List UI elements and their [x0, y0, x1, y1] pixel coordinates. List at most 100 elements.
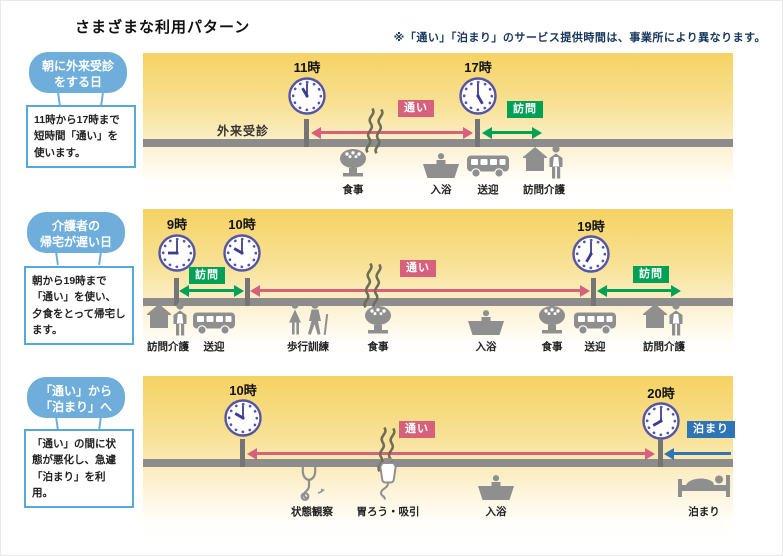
service-icon-item: 歩行訓練 — [271, 301, 345, 354]
pill-line1: 朝に外来受診 — [41, 59, 114, 73]
clock-icon — [223, 398, 263, 438]
feeding-bag-icon — [375, 458, 401, 501]
service-icon-item: 入浴 — [459, 469, 533, 519]
bus-icon-item: 送迎 — [177, 306, 251, 354]
timeline-tick — [591, 278, 596, 306]
service-icon-label: 歩行訓練 — [287, 341, 329, 353]
service-icon-item: 食事 — [515, 306, 589, 354]
service-icon-label: 胃ろう・吸引 — [356, 506, 420, 518]
timeline-label-gairai: 外来受診 — [217, 124, 270, 138]
service-icon-item: 食事 — [316, 147, 390, 197]
clock-icon — [222, 233, 262, 273]
timeline-tick — [304, 119, 309, 147]
visit-care-icon — [522, 144, 566, 179]
service-icon-label: 食事 — [342, 184, 364, 196]
page-title: さまざまな利用パターン — [75, 19, 251, 36]
service-icon-label: 入浴 — [430, 184, 452, 196]
pattern-pill-row2: 介護者の 帰宅が遅い日 — [27, 212, 125, 253]
visit-care-icon — [146, 301, 190, 336]
clock-icon — [458, 76, 498, 116]
bath-icon — [476, 474, 516, 501]
service-icon-item: 訪問介護 — [507, 144, 581, 197]
houmon-badge: 訪問 — [189, 267, 225, 284]
pattern-pill-row3: 「通い」から 「泊まり」へ — [27, 377, 125, 418]
timeline-tick — [475, 119, 480, 147]
service-icon-item: 入浴 — [404, 147, 478, 197]
service-icon-label: 状態観察 — [291, 506, 333, 518]
pill-line1: 介護者の — [51, 219, 100, 233]
clock-time-label: 17時 — [464, 60, 492, 75]
service-icon-label: 送迎 — [584, 341, 606, 353]
timeline-break-icon — [361, 262, 387, 310]
clock-icon — [157, 233, 197, 273]
timeline-bar — [143, 139, 733, 147]
timeline-tick — [658, 439, 663, 467]
pill-line2: 「泊まり」へ — [39, 400, 112, 415]
clock-time-label: 10時 — [228, 217, 256, 232]
pattern-description-row2: 朝から19時まで「通い」を使い、夕食をとって帰宅します。 — [24, 266, 134, 346]
service-icon-item: 胃ろう・吸引 — [351, 458, 425, 519]
bus-icon — [466, 153, 510, 179]
houmon-arrow — [482, 126, 542, 139]
service-icon-label: 訪問介護 — [643, 341, 685, 353]
clock-icon — [571, 234, 611, 274]
timeline-tick — [174, 278, 179, 306]
service-icon-label: 食事 — [367, 341, 389, 353]
timeline-bar — [143, 459, 733, 467]
bus-icon-item: 送迎 — [451, 147, 525, 197]
houmon-arrow — [179, 284, 244, 297]
clock-time-label: 10時 — [229, 383, 257, 398]
tomari-badge: 泊まり — [687, 421, 735, 438]
tomari-arrow — [664, 447, 733, 460]
service-icon-label: 訪問介護 — [147, 341, 189, 353]
clock-icon — [287, 76, 327, 116]
service-icon-item: 訪問介護 — [627, 302, 701, 354]
timeline-bar — [143, 298, 733, 306]
clock-time-label: 19時 — [577, 219, 605, 234]
service-icon-item: 状態観察 — [275, 464, 349, 519]
clock-time-label: 20時 — [647, 386, 675, 401]
meal-icon — [535, 304, 569, 336]
bus-icon — [573, 310, 617, 336]
service-icon-label: 入浴 — [485, 506, 507, 518]
pattern-description-row3: 「通い」の間に状態が悪化し、急遽「泊まり」を利用。 — [24, 429, 134, 509]
bus-icon-item: 送迎 — [558, 306, 632, 354]
walk-training-icon — [284, 301, 332, 336]
service-icon-label: 入浴 — [475, 341, 497, 353]
service-icon-item: 訪問介護 — [131, 302, 205, 354]
bath-icon — [466, 309, 506, 336]
houmon-badge: 訪問 — [633, 266, 669, 283]
timeline-tick — [240, 439, 245, 467]
kayoi-arrow — [311, 126, 473, 139]
pill-line2: をする日 — [53, 75, 102, 90]
kayoi-badge: 通い — [398, 100, 434, 117]
service-note: ※「通い」「泊まり」のサービス提供時間は、事業所により異なります。 — [393, 32, 766, 44]
service-icon-item: 食事 — [341, 306, 415, 354]
houmon-badge: 訪問 — [507, 101, 543, 118]
service-icon-label: 食事 — [541, 341, 563, 353]
clock-icon — [641, 401, 681, 441]
connector-line — [55, 251, 59, 266]
kayoi-badge: 通い — [399, 421, 435, 438]
timeline-tick — [245, 278, 250, 306]
pill-line2: 帰宅が遅い日 — [39, 235, 112, 250]
pattern-pill-row1: 朝に外来受診 をする日 — [29, 52, 127, 93]
stethoscope-icon — [296, 464, 328, 501]
visit-care-icon — [642, 301, 686, 336]
clock-time-label: 11時 — [293, 60, 321, 75]
kayoi-arrow — [250, 284, 590, 297]
kayoi-badge: 通い — [400, 260, 436, 277]
service-icon-label: 送迎 — [203, 341, 225, 353]
meal-icon — [336, 147, 370, 179]
service-icon-label: 訪問介護 — [523, 184, 565, 196]
clock-time-label: 9時 — [166, 217, 188, 232]
service-icon-item: 入浴 — [449, 306, 523, 354]
connector-line — [98, 251, 102, 266]
bus-icon — [192, 310, 236, 336]
meal-icon — [361, 304, 395, 336]
bed-icon — [677, 469, 731, 501]
service-icon-label: 泊まり — [688, 506, 720, 518]
pattern-description-row1: 11時から17時まで短時間「通い」を使います。 — [26, 105, 136, 168]
bath-icon — [421, 152, 461, 179]
